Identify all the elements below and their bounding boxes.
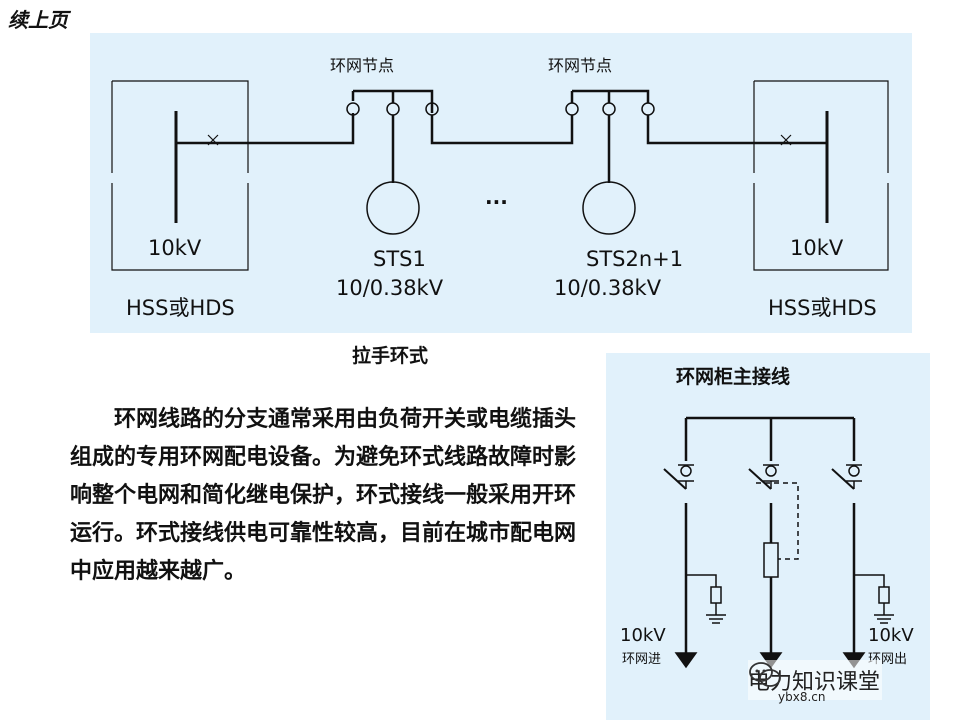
middle-load-switch [748,468,772,490]
diagram-caption: 拉手环式 [351,345,428,367]
node1-bus [353,89,434,113]
out-voltage: 10kV [868,625,914,646]
chat-bubble-icon [749,662,781,687]
node2-terminal-a [565,102,579,116]
left-disconnector-terminal [680,465,692,477]
left-cable-end [674,652,698,669]
sts1-rating: 10/0.38kV [336,276,444,300]
continuation-label: 续上页 [8,8,68,32]
node1-terminal-b [386,102,400,116]
left-feeder [176,113,355,145]
node2-bus [572,89,650,103]
node-label-left: 环网节点 [330,56,394,75]
fuse [763,542,779,578]
right-station-box [753,80,889,271]
right-disconnector-terminal [848,465,860,477]
left-earthing-switch [710,586,722,604]
fuse-linkage [756,482,799,560]
left-voltage: 10kV [148,236,202,260]
middle-disconnector-terminal [765,465,777,477]
right-voltage: 10kV [790,236,844,260]
sts2-rating: 10/0.38kV [554,276,662,300]
in-label: 环网进 [622,652,661,667]
side-title: 环网柜主接线 [676,365,790,388]
watermark: 电力知识课堂 [748,660,883,700]
right-load-switch [831,468,855,490]
ring-topology-diagram: 环网节点 环网节点 ··· 10kV 10kV STS1 10/0.38kV S… [90,33,912,333]
ring-main-unit-diagram: 环网柜主接线 [606,353,930,720]
node-label-right: 环网节点 [548,56,612,75]
right-station-label: HSS或HDS [768,296,877,320]
description-paragraph: 环网线路的分支通常采用由负荷开关或电缆插头组成的专用环网配电设备。为避免环式线路… [70,406,577,584]
right-earthing-switch [878,586,890,604]
node1-terminal-a [346,102,360,116]
in-voltage: 10kV [620,625,666,646]
ring-topology-svg: 环网节点 环网节点 ··· 10kV 10kV STS1 10/0.38kV S… [111,56,889,320]
left-load-switch [663,468,687,490]
sts1-transformer [366,181,420,235]
node2-terminal-c [641,102,655,116]
right-feeder [646,115,827,145]
sts1-name: STS1 [373,247,426,271]
left-breaker-mark [207,134,219,146]
node2-terminal-b [602,102,616,116]
sts2-name: STS2n+1 [586,247,683,271]
ring-link [430,115,574,145]
watermark-url: ybx8.cn [778,690,826,704]
left-station-label: HSS或HDS [126,296,235,320]
ellipsis: ··· [485,190,508,214]
watermark-text: 电力知识课堂 [748,670,881,695]
sts2-transformer [582,181,636,235]
